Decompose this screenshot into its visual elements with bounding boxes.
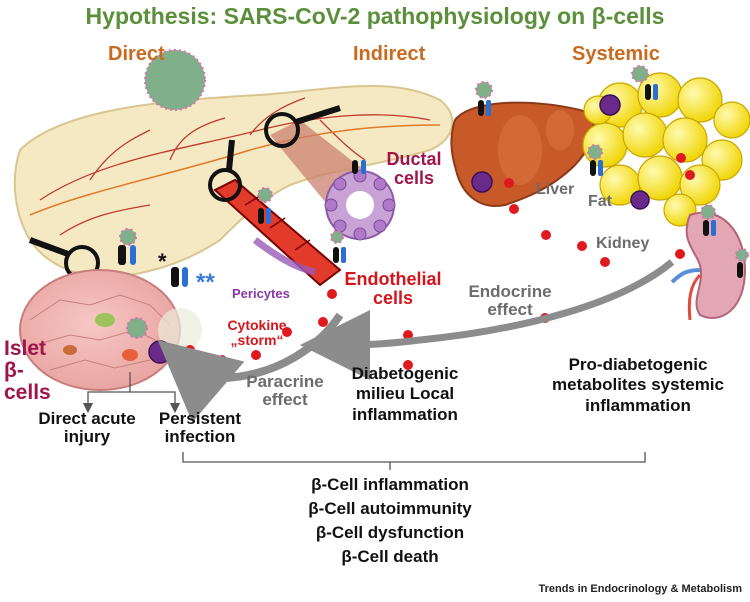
paracrine-arrow bbox=[157, 312, 344, 423]
virus-particles bbox=[119, 49, 749, 339]
section-direct: Direct bbox=[108, 43, 165, 65]
outcome-pro-diabetogenic: Pro-diabetogenic metabolites systemic in… bbox=[552, 355, 724, 415]
label-paracrine-effect: Paracrine effect bbox=[246, 372, 324, 409]
pericyte-shape bbox=[252, 237, 316, 276]
journal-credit: Trends in Endocrinology & Metabolism bbox=[538, 583, 742, 596]
receptor-markers bbox=[118, 84, 743, 287]
beta-cell-effect-1: β-Cell inflammation bbox=[311, 475, 469, 494]
endocrine-arrow bbox=[300, 259, 675, 380]
outcome-persistent-infection: Persistent infection bbox=[158, 409, 242, 446]
label-cytokine-storm: Cytokine „storm“ bbox=[227, 317, 287, 348]
label-islet-beta-cells: Islet β-cells bbox=[4, 337, 51, 405]
magnifier-duct bbox=[264, 105, 341, 148]
label-liver: Liver bbox=[536, 181, 575, 198]
beta-cell-effect-4: β-Cell death bbox=[341, 547, 439, 566]
outcome-direct-acute-injury: Direct acute injury bbox=[38, 409, 136, 446]
magnifier-vessel bbox=[208, 139, 242, 202]
asterisk-single: * bbox=[158, 249, 167, 274]
asterisk-double: ** bbox=[196, 269, 215, 296]
label-pericytes: Pericytes bbox=[232, 286, 290, 301]
pancreas-duct bbox=[29, 124, 441, 216]
label-fat: Fat bbox=[588, 193, 612, 210]
kidney bbox=[670, 211, 747, 321]
beta-cell-effect-2: β-Cell autoimmunity bbox=[308, 499, 472, 518]
label-ductal-cells: Ductal cells bbox=[386, 149, 442, 188]
endothelial-segments bbox=[244, 195, 311, 251]
section-indirect: Indirect bbox=[353, 43, 426, 65]
label-endocrine-effect: Endocrine effect bbox=[468, 282, 552, 319]
outcome-bracket bbox=[182, 452, 646, 470]
endothelial-vessel bbox=[213, 178, 342, 287]
pancreas-vessels bbox=[39, 97, 431, 236]
section-systemic: Systemic bbox=[572, 43, 660, 65]
outcome-diabetogenic-milieu: Diabetogenic milieu Local inflammation bbox=[351, 364, 459, 424]
islet-output-arrows bbox=[82, 372, 181, 414]
beta-cell-effect-3: β-Cell dysfunction bbox=[315, 523, 465, 542]
label-kidney: Kidney bbox=[596, 235, 650, 252]
label-endothelial-cells: Endothelial cells bbox=[344, 269, 442, 308]
ductal-cell-ring bbox=[324, 169, 396, 241]
diagram-title: Hypothesis: SARS-CoV-2 pathophysiology o… bbox=[85, 3, 665, 29]
